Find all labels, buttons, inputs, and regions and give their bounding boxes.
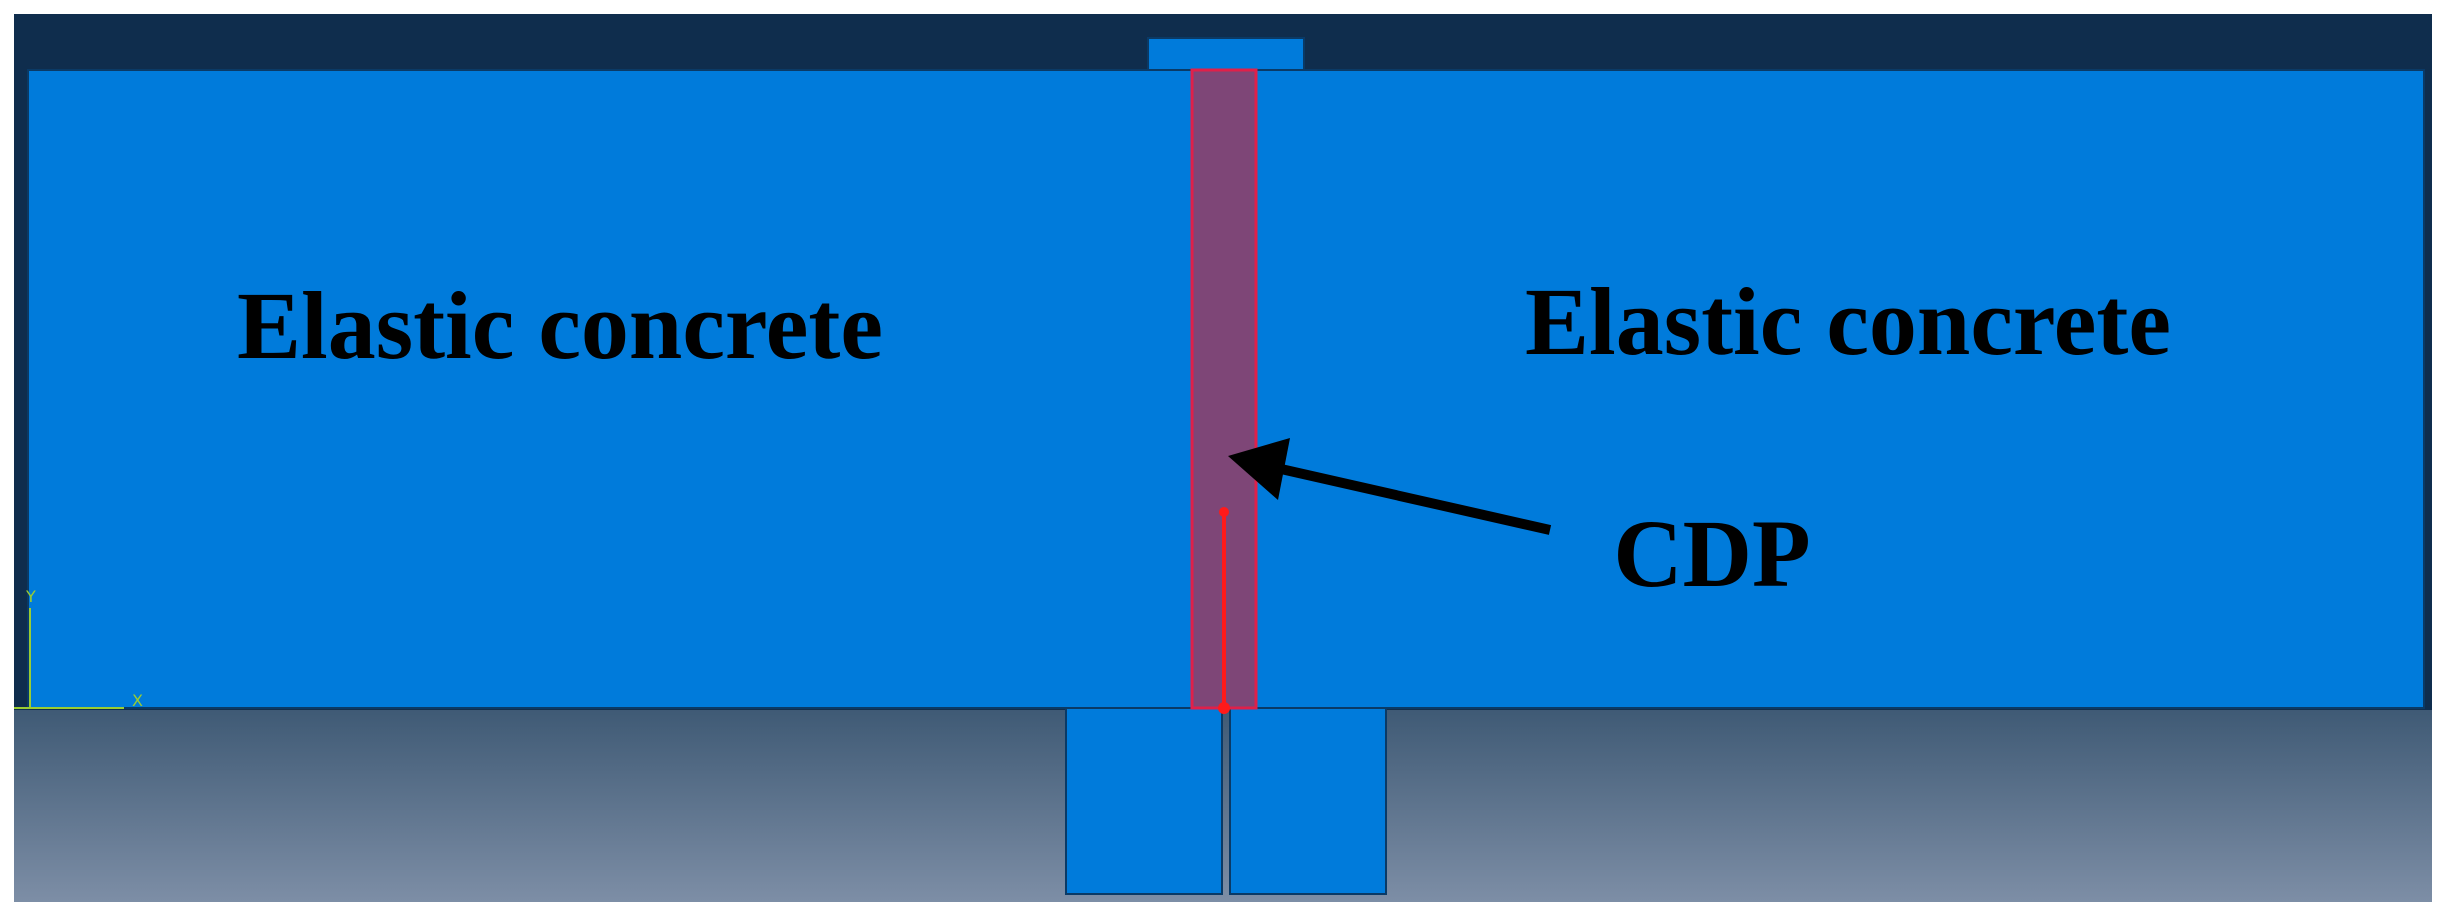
- crack-base-marker: [1218, 702, 1230, 714]
- triad-y-label: Y: [25, 587, 36, 606]
- left-region-label: Elastic concrete: [237, 272, 883, 379]
- triad-x-label: X: [132, 691, 143, 710]
- loading-plate: [1147, 37, 1305, 73]
- right-region-label: Elastic concrete: [1525, 268, 2171, 375]
- support-block-right: [1229, 707, 1387, 895]
- cdp-arrow-shaft: [1248, 457, 1552, 535]
- cdp-label: CDP: [1613, 500, 1810, 607]
- support-block-left: [1065, 707, 1223, 895]
- cdp-arrow-head: [1228, 438, 1290, 500]
- crack-tip-marker: [1219, 507, 1229, 517]
